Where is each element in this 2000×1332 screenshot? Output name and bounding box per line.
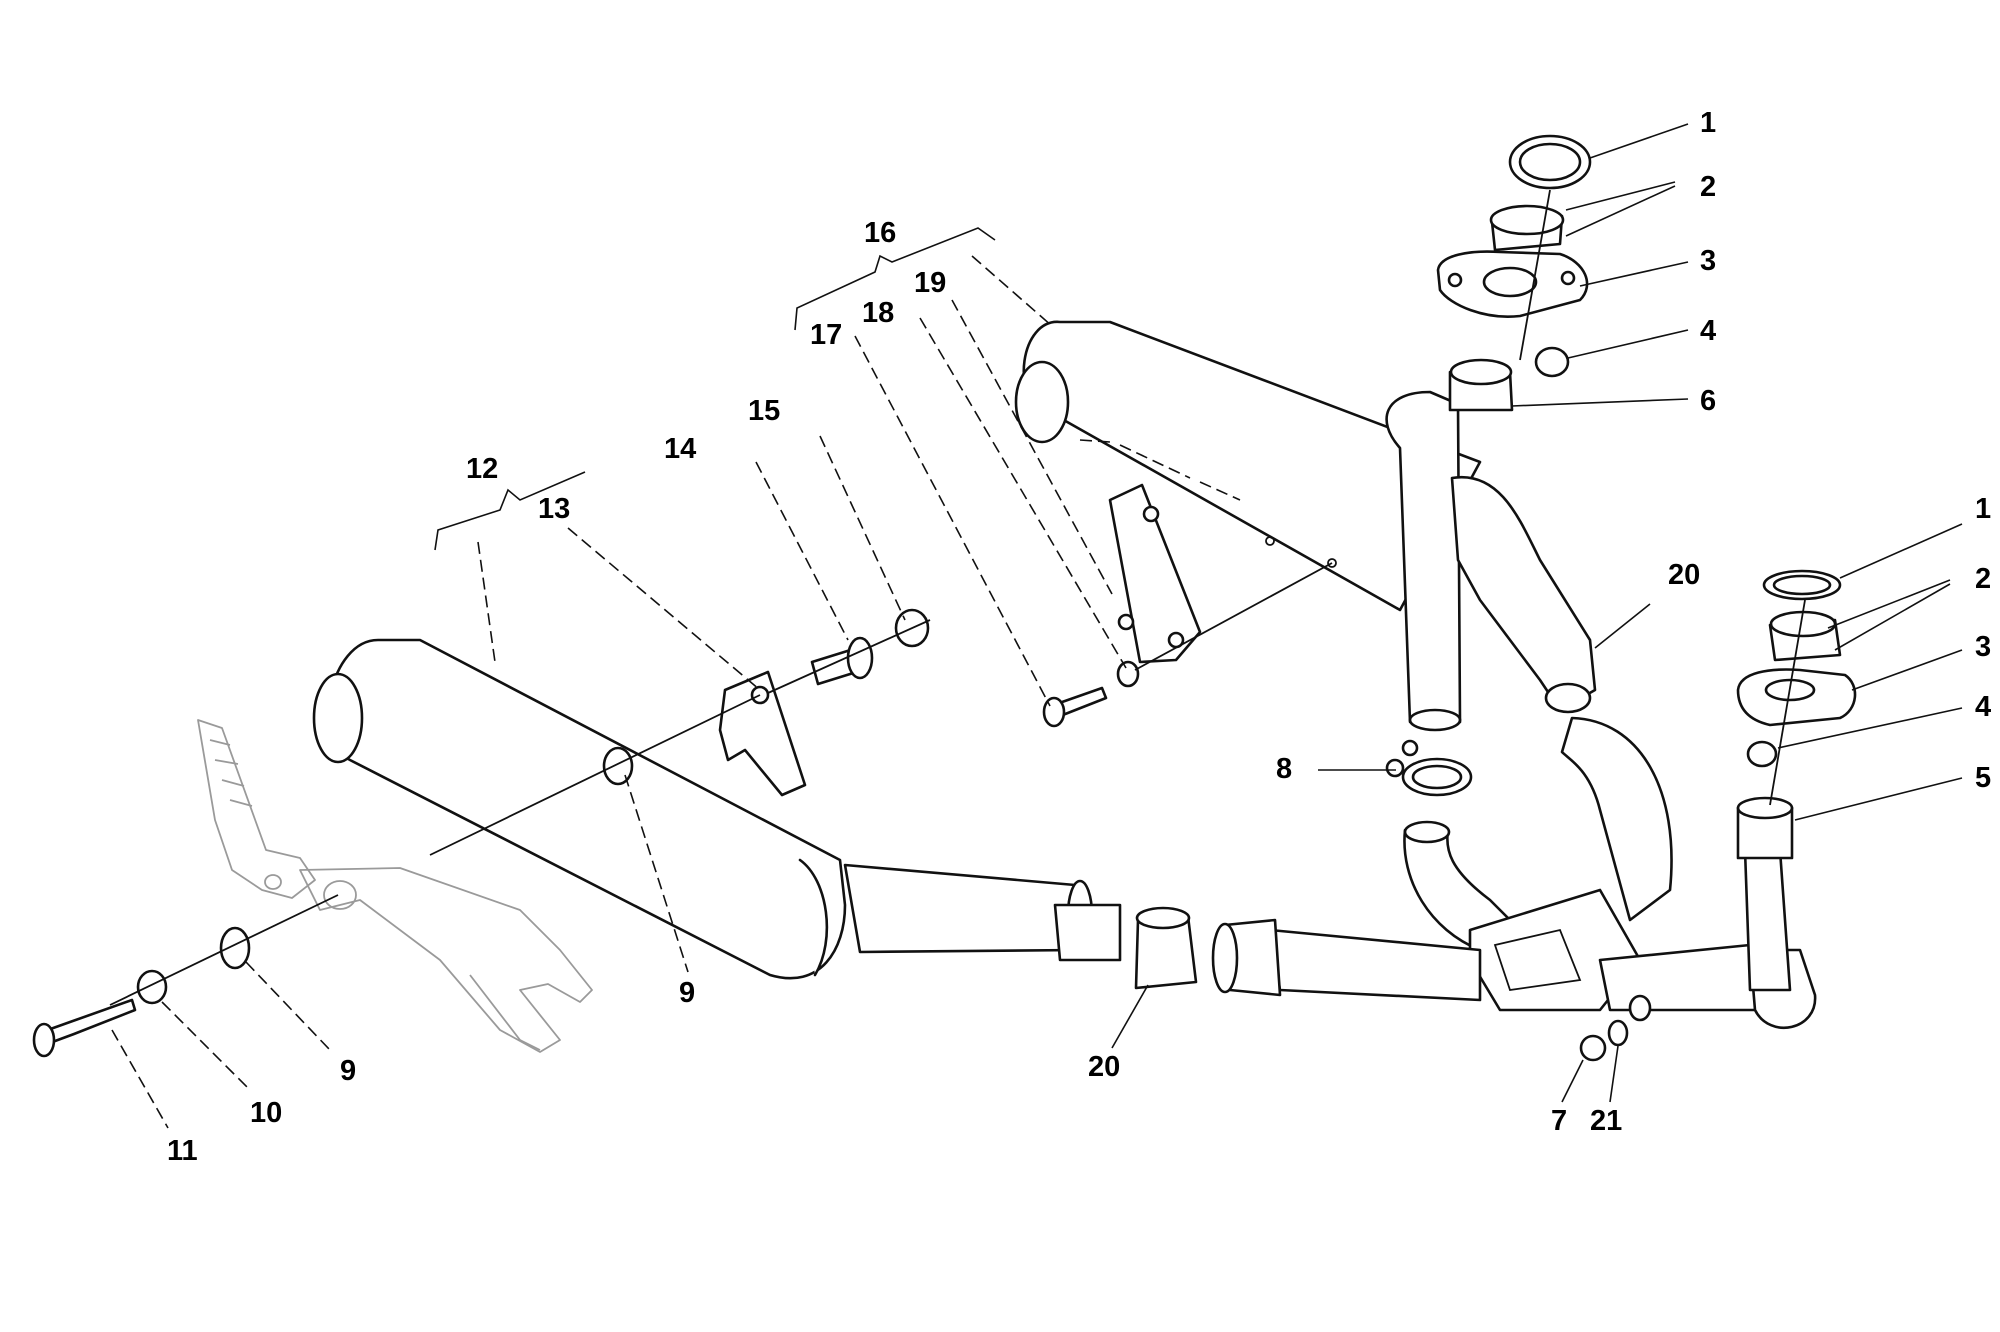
callout-1-right: 1 [1975,493,1991,525]
callout-21: 21 [1590,1105,1622,1137]
callout-9-left: 9 [340,1055,356,1087]
callout-labels: 1 2 3 4 6 1 2 3 4 5 8 9 9 10 11 12 13 14… [167,107,1991,1167]
leader-lines [111,123,1963,1129]
callout-3-right: 3 [1975,631,1991,663]
callout-14: 14 [664,433,696,465]
callout-19: 19 [914,267,946,299]
callout-1-top: 1 [1700,107,1716,139]
callout-7-bottom: 7 [1551,1105,1567,1137]
silencer-lower [312,638,1122,980]
fasteners [32,608,1629,1062]
callout-10: 10 [250,1097,282,1129]
assembly-axes [109,189,1806,1006]
callout-18: 18 [862,297,894,329]
flange-stack-left [1436,134,1592,378]
callout-2-right: 2 [1975,563,1991,595]
callout-4-top: 4 [1700,315,1716,347]
clamp [1385,739,1473,797]
callout-11: 11 [167,1135,198,1167]
callout-2-top: 2 [1700,171,1716,203]
callout-20-bottom: 20 [1088,1051,1120,1083]
callout-15: 15 [748,395,780,427]
callout-16: 16 [864,217,896,249]
sleeve-left [1134,906,1198,990]
callout-3-top: 3 [1700,245,1716,277]
flange-stack-right [1736,569,1857,768]
callout-12: 12 [466,453,498,485]
footrest-bracket [197,719,593,1053]
callout-9-center: 9 [679,977,695,1009]
callout-20-right: 20 [1668,559,1700,591]
exhaust-manifold [1211,358,1817,1029]
callout-17: 17 [810,319,842,351]
callout-5-right: 5 [1975,762,1991,794]
callout-13: 13 [538,493,570,525]
callout-6-top: 6 [1700,385,1716,417]
callout-8: 8 [1276,753,1292,785]
silencer-upper [1014,320,1482,664]
callout-4-right: 4 [1975,691,1991,723]
